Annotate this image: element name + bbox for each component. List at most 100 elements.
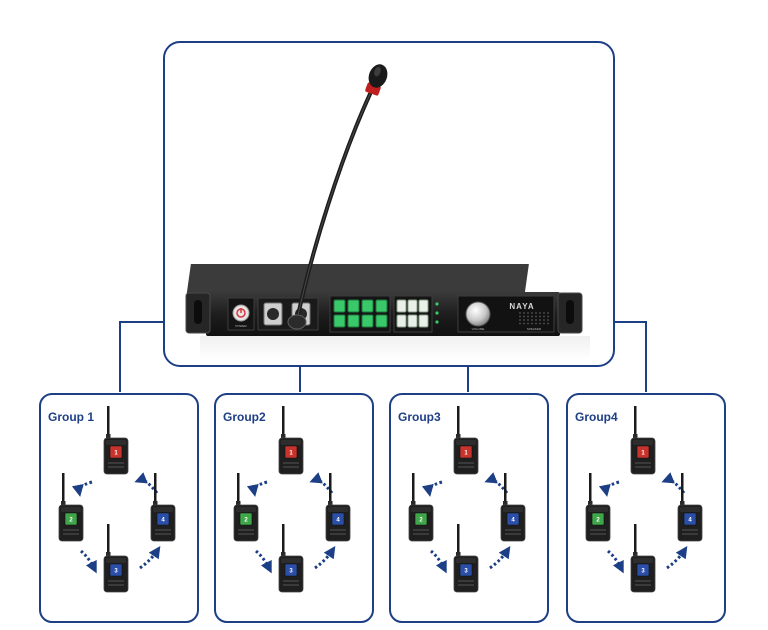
radio-screen [591,512,605,526]
groups: Group 11234Group21234Group31234Group4123… [39,393,726,623]
flow-arrow-icon [666,546,688,570]
radio-channel-label: 3 [114,569,118,575]
radio-channel-label: 4 [688,518,692,524]
panel-button [396,299,407,313]
volume-label: VOLUME [472,327,485,331]
panel-button [375,314,388,328]
radio-channel-label: 3 [641,569,645,575]
group-label: Group2 [223,410,266,424]
radio-channel-label: 4 [511,518,515,524]
mic-head [368,64,388,88]
group-label: Group 1 [48,410,94,424]
radio-screen [109,563,123,577]
radio-screen [636,445,650,459]
panel-button [418,299,429,313]
radio-screen [156,512,170,526]
speaker-label: SPEAKER [527,327,542,331]
flow-arrow-icon [430,549,447,574]
radio-channel-label: 2 [69,518,73,524]
panel-button [407,314,418,328]
rack-ear-right-slot [566,300,574,324]
rack-ear-left-slot [194,300,202,324]
panel-button [407,299,418,313]
walkie-talkie-icon: 4 [325,473,351,542]
radio-screen [64,512,78,526]
gooseneck-microphone [287,64,388,330]
radio-channel-label: 4 [161,518,165,524]
radio-channel-label: 1 [289,451,293,457]
rack-top-surface [186,264,529,294]
radio-channel-label: 1 [641,451,645,457]
flow-arrow-icon [71,480,93,497]
radio-channel-label: 4 [336,518,340,524]
radio-screen [506,512,520,526]
walkie-talkie-icon: 1 [278,406,304,475]
panel-button [361,299,374,313]
radio-channel-label: 2 [419,518,423,524]
radio-screen [109,445,123,459]
panel-button [333,299,346,313]
panel-button [347,299,360,313]
radio-screen [331,512,345,526]
panel-button [375,299,388,313]
walkie-talkie-icon: 1 [630,406,656,475]
walkie-talkie-icon: 2 [585,473,611,542]
radio-channel-label: 3 [289,569,293,575]
radio-screen [636,563,650,577]
status-leds [435,302,439,324]
walkie-talkie-icon: 4 [150,473,176,542]
flow-arrow-icon [489,546,511,570]
group-frame [389,393,549,623]
flow-arrow-icon [134,472,159,494]
panel-button [333,314,346,328]
flow-arrow-icon [598,480,620,497]
group-frame [214,393,374,623]
device-reflection [200,336,590,360]
flow-arrow-icon [80,549,97,574]
walkie-talkie-icon: 4 [677,473,703,542]
power-label: POWER [235,324,247,328]
radio-screen [284,445,298,459]
radio-channel-label: 1 [114,451,118,457]
group-panel-1: Group 1 1 2 3 4 [39,393,199,623]
radio-channel-label: 1 [464,451,468,457]
walkie-talkie-icon: 1 [103,406,129,475]
flow-arrow-icon [607,549,624,574]
group-label: Group3 [398,410,441,424]
flow-arrow-icon [484,472,509,494]
flow-arrow-icon [421,480,443,497]
connector-bus [119,321,647,392]
flow-arrow-icon [246,480,268,497]
walkie-talkie-icon: 3 [278,524,304,593]
flow-arrow-icon [314,546,336,570]
button-matrix [329,295,433,333]
radio-screen [459,445,473,459]
flow-arrow-icon [139,546,161,570]
radio-screen [683,512,697,526]
panel-button [396,314,407,328]
group-panel-4: Group4 1 2 3 4 [566,393,726,623]
rack-unit: POWER VOLUME NAYA SPEAKER [185,264,583,336]
walkie-talkie-icon: 4 [500,473,526,542]
connector-lines [119,321,647,392]
radio-screen [239,512,253,526]
group-frame [566,393,726,623]
flow-arrow-icon [661,472,686,494]
panel-button [418,314,429,328]
walkie-talkie-icon: 1 [453,406,479,475]
radio-screen [414,512,428,526]
flow-arrow-icon [255,549,272,574]
walkie-talkie-icon: 3 [453,524,479,593]
mic-base [287,314,307,330]
group-label: Group4 [575,410,618,424]
brand-logo: NAYA [509,302,534,311]
walkie-talkie-icon: 2 [408,473,434,542]
walkie-talkie-icon: 3 [103,524,129,593]
group-frame [39,393,199,623]
volume-knob [465,301,491,327]
walkie-talkie-icon: 2 [58,473,84,542]
speaker-grille [519,312,549,325]
radio-screen [459,563,473,577]
